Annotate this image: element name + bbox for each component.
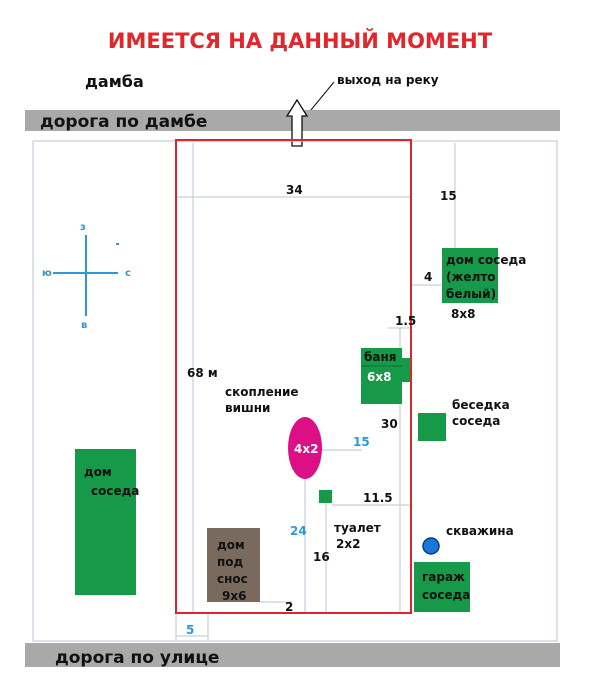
- old-house-line3: снос: [217, 572, 248, 586]
- neighbor-garage: [414, 562, 470, 612]
- top-road-label: дорога по дамбе: [40, 112, 207, 132]
- neighbor-house-left-line2: соседа: [91, 484, 139, 498]
- dam-label: дамба: [85, 72, 144, 91]
- old-house-line1: дом: [217, 538, 245, 552]
- toilet-name: туалет: [334, 521, 381, 535]
- banya-annex: [402, 358, 410, 382]
- dim-11-5-label: 11.5: [363, 491, 393, 505]
- compass-west-label: ю: [42, 268, 52, 279]
- neighbor-gazebo: [418, 413, 446, 441]
- neighbor-house-top: [442, 248, 498, 303]
- bottom-road: [25, 643, 560, 667]
- old-house-line2: под: [217, 555, 244, 569]
- neighbor-house-left: [75, 449, 136, 595]
- cherry-cluster: [288, 417, 322, 479]
- dim-16-label: 16: [313, 550, 330, 564]
- neighbor-house-top-line2: (желто: [446, 270, 496, 284]
- banya-name: баня: [364, 350, 396, 364]
- well-name: скважина: [446, 524, 514, 538]
- toilet: [319, 490, 332, 503]
- page-title: ИМЕЕТСЯ НА ДАННЫЙ МОМЕНТ: [108, 28, 493, 53]
- dim-5-label: 5: [186, 623, 194, 637]
- old-house: [207, 528, 260, 602]
- cherry-line2: вишни: [225, 401, 270, 415]
- neighbor-house-left-line1: дом: [84, 465, 112, 479]
- compass-icon: [53, 235, 119, 316]
- dim-4-label: 4: [424, 270, 432, 284]
- neighbor-house-top-line1: дом соседа: [446, 253, 526, 267]
- cherry-line1: скопление: [225, 385, 299, 399]
- exit-arrow-icon: [285, 98, 309, 147]
- garage-line1: гараж: [422, 570, 465, 584]
- plot-boundary: [175, 139, 412, 614]
- old-house-size: 9x6: [222, 589, 246, 603]
- dim-2-label: 2: [285, 600, 293, 614]
- compass-south-label: в: [81, 320, 87, 331]
- dim-34-label: 34: [286, 183, 303, 197]
- compass-north-label: з: [80, 222, 86, 233]
- neighbor-house-top-line3: белый): [446, 287, 496, 301]
- bottom-road-label: дорога по улице: [55, 648, 219, 668]
- gazebo-line2: соседа: [452, 414, 500, 428]
- dim-30-label: 30: [381, 417, 398, 431]
- dim-24-label: 24: [290, 524, 307, 538]
- toilet-size: 2x2: [336, 537, 360, 551]
- neighbor-house-top-size: 8x8: [451, 307, 475, 321]
- banya: [361, 348, 402, 404]
- gazebo-line1: беседка: [452, 398, 510, 412]
- exit-label: выход на реку: [337, 73, 439, 87]
- dim-15b-label: 15: [353, 435, 370, 449]
- dim-15-label: 15: [440, 189, 457, 203]
- dim-68-label: 68 м: [187, 366, 218, 380]
- compass-east-label: с: [125, 268, 131, 279]
- well-icon: [422, 537, 440, 555]
- dim-1-5-label: 1.5: [395, 314, 416, 328]
- banya-size: 6x8: [367, 370, 391, 384]
- garage-line2: соседа: [422, 588, 470, 602]
- cherry-size: 4x2: [294, 442, 318, 456]
